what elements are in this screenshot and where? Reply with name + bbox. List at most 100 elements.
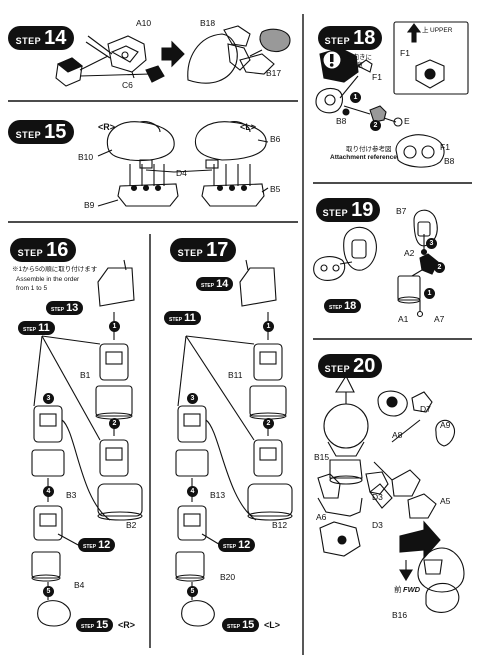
order-number: 1 — [109, 321, 120, 332]
part-label-a10: A10 — [136, 18, 152, 28]
part-label-d4: D4 — [176, 168, 187, 178]
step-ref-word: STEP — [83, 544, 97, 550]
caution-jp-1: ※向きに — [346, 54, 372, 61]
step-number: 16 — [46, 239, 69, 261]
part-label-e: E — [404, 116, 410, 126]
step-badge-14: STEP 14 — [8, 26, 74, 50]
step-number: 20 — [353, 355, 376, 377]
step-ref-word: STEP — [329, 305, 343, 311]
attachment-ref-jp: 取り付け参考図 — [346, 146, 392, 153]
part-label-b15: B15 — [314, 452, 330, 462]
part-label-b1: B1 — [80, 370, 91, 380]
part-label-b17: B17 — [266, 68, 282, 78]
part-label-a7: A7 — [434, 314, 445, 324]
step-number: 18 — [353, 27, 376, 49]
step-word: STEP — [15, 130, 42, 140]
step-number: 17 — [206, 239, 229, 261]
side-tag-right: <R> — [98, 122, 116, 132]
order-number: 1 — [424, 288, 435, 299]
step-ref-number: 13 — [66, 302, 79, 314]
step-ref-number: 11 — [38, 322, 50, 334]
part-label-b9: B9 — [84, 200, 95, 210]
order-number: 3 — [426, 238, 437, 249]
step-word: STEP — [324, 36, 351, 46]
step-ref-12: STEP 12 — [78, 538, 116, 552]
part-label-b4: B4 — [74, 580, 85, 590]
side-tag-right: <R> — [118, 620, 136, 630]
step-ref-word: STEP — [169, 317, 183, 323]
order-number: 4 — [187, 486, 198, 497]
order-number: 2 — [109, 418, 120, 429]
order-note-jp: ※1から5の順に取り付けます — [12, 266, 98, 273]
step-ref-number: 15 — [96, 619, 109, 631]
side-tag-left: <L> — [240, 122, 257, 132]
part-label-a9: A9 — [440, 420, 451, 430]
step-number: 19 — [351, 199, 374, 221]
order-note-en-2: from 1 to 5 — [16, 285, 48, 292]
step-ref-number: 12 — [98, 539, 111, 551]
order-number: 3 — [43, 393, 54, 404]
step-ref-word: STEP — [227, 624, 241, 630]
upper-label-en: UPPER — [430, 27, 453, 34]
step-ref-number: 14 — [216, 278, 229, 290]
step-ref-number: 15 — [242, 619, 255, 631]
part-label-b16: B16 — [392, 610, 408, 620]
part-label-f1-detail: F1 — [400, 48, 410, 58]
part-label-c6: C6 — [122, 80, 133, 90]
part-label-b8: B8 — [336, 116, 347, 126]
step-ref-number: 18 — [344, 300, 357, 312]
part-label-f1-ref: F1 — [440, 142, 450, 152]
order-number: 3 — [187, 393, 198, 404]
attachment-ref-en: Attachment reference — [330, 154, 397, 161]
step-ref-15: STEP 15 — [222, 618, 260, 632]
step-ref-11: STEP 11 — [164, 311, 201, 325]
order-number: 2 — [370, 120, 381, 131]
part-label-b18: B18 — [200, 18, 216, 28]
part-label-d7: D7 — [420, 404, 431, 414]
part-label-a1: A1 — [398, 314, 409, 324]
step-word: STEP — [17, 248, 44, 258]
order-number: 4 — [43, 486, 54, 497]
step-ref-13: STEP 13 — [46, 301, 84, 315]
order-number: 2 — [434, 262, 445, 273]
step-ref-word: STEP — [51, 307, 65, 313]
step-ref-word: STEP — [81, 624, 95, 630]
step-ref-18: STEP 18 — [324, 299, 362, 313]
step-ref-word: STEP — [201, 283, 215, 289]
step-badge-18: STEP 18 — [318, 26, 382, 50]
part-label-b12: B12 — [272, 520, 288, 530]
step-badge-17: STEP 17 — [170, 238, 236, 262]
step-word: STEP — [322, 208, 349, 218]
order-number: 5 — [43, 586, 54, 597]
part-label-b13: B13 — [210, 490, 226, 500]
order-number: 1 — [263, 321, 274, 332]
fwd-label-jp: 前 — [394, 585, 402, 594]
step-badge-15: STEP 15 — [8, 120, 74, 144]
part-label-b6: B6 — [270, 134, 281, 144]
part-label-a8: A8 — [392, 430, 403, 440]
upper-label-jp: 上 — [422, 27, 429, 34]
step-badge-16: STEP 16 — [10, 238, 76, 262]
part-label-a2: A2 — [404, 248, 415, 258]
part-label-b7: B7 — [396, 206, 407, 216]
step-ref-11: STEP 11 — [18, 321, 55, 335]
side-tag-left: <L> — [264, 620, 281, 630]
part-label-b5: B5 — [270, 184, 281, 194]
step-badge-20: STEP 20 — [318, 354, 382, 378]
part-label-b10: B10 — [78, 152, 94, 162]
step-ref-number: 12 — [238, 539, 251, 551]
part-label-f1: F1 — [372, 72, 382, 82]
part-label-d3: D3 — [372, 492, 383, 502]
part-label-d3-lower: D3 — [372, 520, 383, 530]
caution-jp-2: 注意 — [350, 62, 363, 69]
step-badge-19: STEP 19 — [316, 198, 380, 222]
order-number: 2 — [263, 418, 274, 429]
part-label-b20: B20 — [220, 572, 236, 582]
step-ref-word: STEP — [23, 327, 37, 333]
order-number: 5 — [187, 586, 198, 597]
step-ref-12: STEP 12 — [218, 538, 256, 552]
part-label-a5: A5 — [440, 496, 451, 506]
order-note-en-1: Assemble in the order — [16, 276, 80, 283]
